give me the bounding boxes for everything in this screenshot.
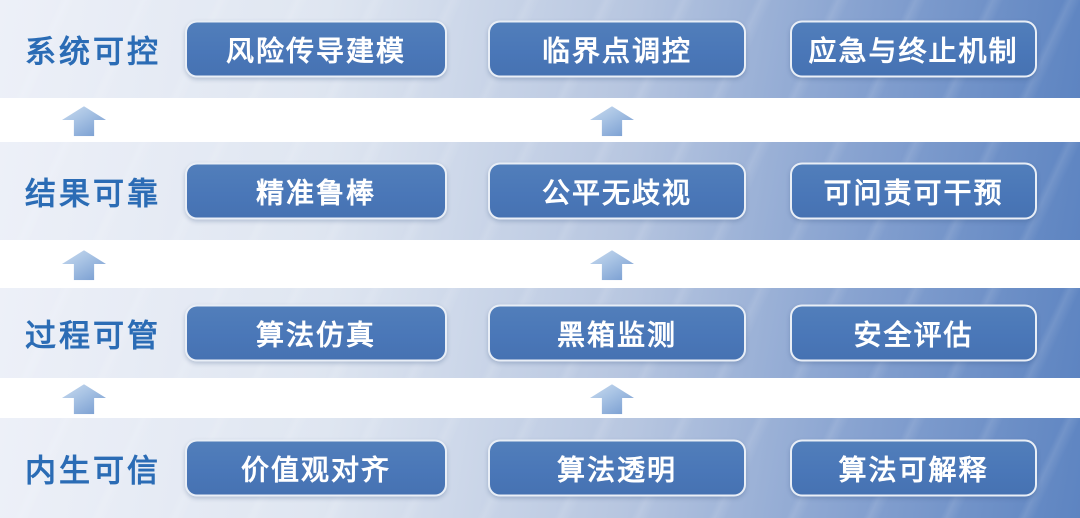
- feature-box: 风险传导建模: [185, 20, 447, 78]
- band-reliable-results: 结果可靠 精准鲁棒 公平无歧视 可问责可干预: [0, 142, 1080, 240]
- band-manageable-process: 过程可管 算法仿真 黑箱监测 安全评估: [0, 288, 1080, 378]
- up-arrow-icon: [590, 250, 634, 281]
- feature-box: 算法仿真: [185, 304, 447, 362]
- feature-box: 可问责可干预: [790, 162, 1037, 220]
- band-separator: [0, 240, 1080, 288]
- feature-box: 应急与终止机制: [790, 20, 1037, 78]
- band-separator: [0, 378, 1080, 418]
- row-label: 过程可管: [25, 318, 161, 354]
- up-arrow-icon: [62, 106, 106, 137]
- feature-box: 临界点调控: [488, 20, 746, 78]
- feature-box: 精准鲁棒: [185, 162, 447, 220]
- up-arrow-icon: [590, 106, 634, 137]
- up-arrow-icon: [590, 384, 634, 415]
- band-system-controllable: 系统可控 风险传导建模 临界点调控 应急与终止机制: [0, 0, 1080, 98]
- row-label: 内生可信: [25, 453, 161, 489]
- feature-box: 价值观对齐: [185, 439, 447, 497]
- band-separator: [0, 98, 1080, 142]
- row-label: 系统可控: [25, 34, 161, 70]
- feature-box: 公平无歧视: [488, 162, 746, 220]
- band-intrinsic-trust: 内生可信 价值观对齐 算法透明 算法可解释: [0, 418, 1080, 518]
- up-arrow-icon: [62, 250, 106, 281]
- row-label: 结果可靠: [25, 176, 161, 212]
- feature-box: 安全评估: [790, 304, 1037, 362]
- feature-box: 算法可解释: [790, 439, 1037, 497]
- up-arrow-icon: [62, 384, 106, 415]
- feature-box: 算法透明: [488, 439, 746, 497]
- feature-box: 黑箱监测: [488, 304, 746, 362]
